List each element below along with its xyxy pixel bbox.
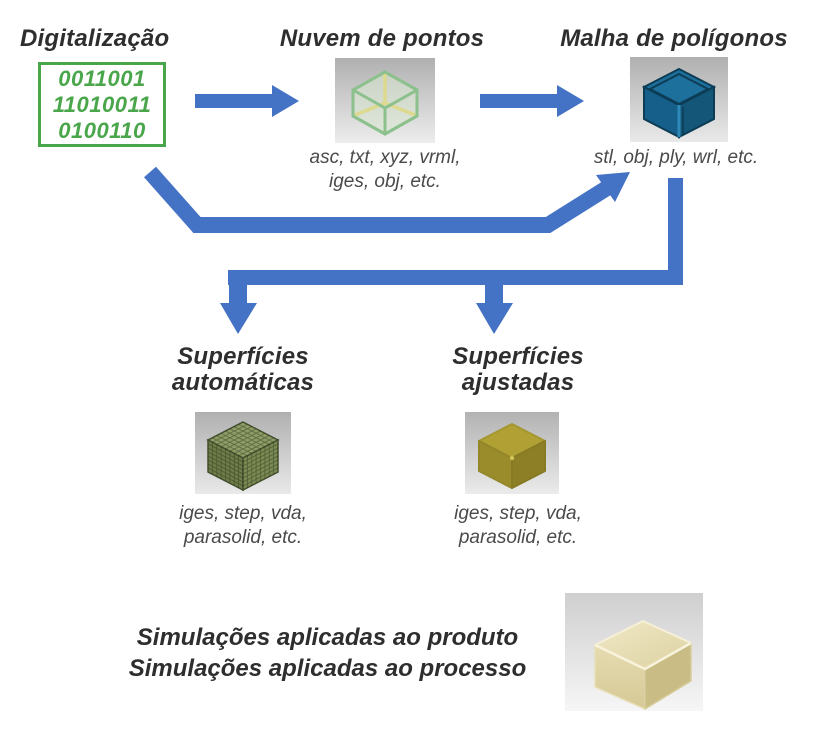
arrow-malha-to-superficies-icon: [220, 178, 683, 334]
nuvem-formats-line: asc, txt, xyz, vrml,: [309, 147, 461, 168]
sup-auto-title: Superfícies automáticas: [143, 344, 343, 396]
fitted-surface-cube-icon: [465, 412, 559, 494]
arrow-nuvem-to-malha-icon: [480, 85, 584, 117]
malha-formats: stl, obj, ply, wrl, etc.: [576, 146, 776, 170]
binary-line: 0011001: [58, 65, 146, 91]
binary-code-box: 0011001 11010011 0100110: [38, 62, 166, 147]
sup-ajust-formats-line: parasolid, etc.: [458, 527, 578, 548]
point-cloud-cube-icon: [335, 58, 435, 143]
sup-ajust-formats: iges, step, vda, parasolid, etc.: [418, 502, 618, 550]
binary-line: 0100110: [58, 117, 146, 143]
sup-auto-formats: iges, step, vda, parasolid, etc.: [143, 502, 343, 550]
simulacoes-line: Simulações aplicadas ao produto: [136, 624, 519, 651]
malha-formats-line: stl, obj, ply, wrl, etc.: [593, 147, 759, 168]
nuvem-formats-line: iges, obj, etc.: [329, 171, 441, 192]
sup-ajust-title-line: Superfícies: [452, 343, 584, 370]
sup-ajust-formats-line: iges, step, vda,: [454, 503, 582, 524]
polygon-mesh-cube-icon: [630, 57, 728, 142]
sup-auto-title-line: automáticas: [171, 369, 315, 396]
digitalizacao-title: Digitalização: [20, 25, 170, 52]
sup-ajust-title-line: ajustadas: [461, 369, 575, 396]
simulacoes-text: Simulações aplicadas ao produto Simulaçõ…: [100, 622, 555, 684]
sup-ajust-title: Superfícies ajustadas: [418, 344, 618, 396]
simulacoes-line: Simulações aplicadas ao processo: [128, 655, 527, 682]
binary-line: 11010011: [52, 91, 152, 117]
nuvem-formats: asc, txt, xyz, vrml, iges, obj, etc.: [285, 146, 485, 194]
nuvem-title: Nuvem de pontos: [279, 25, 485, 52]
malha-title: Malha de polígonos: [560, 25, 788, 52]
arrow-digitalizacao-to-malha-icon: [144, 166, 630, 233]
gold-solid-cube-icon: [565, 593, 703, 711]
sup-auto-formats-line: parasolid, etc.: [183, 527, 303, 548]
gridded-surface-cube-icon: [195, 412, 291, 494]
sup-auto-formats-line: iges, step, vda,: [179, 503, 307, 524]
arrow-digitalizacao-to-nuvem-icon: [195, 85, 299, 117]
sup-auto-title-line: Superfícies: [177, 343, 309, 370]
